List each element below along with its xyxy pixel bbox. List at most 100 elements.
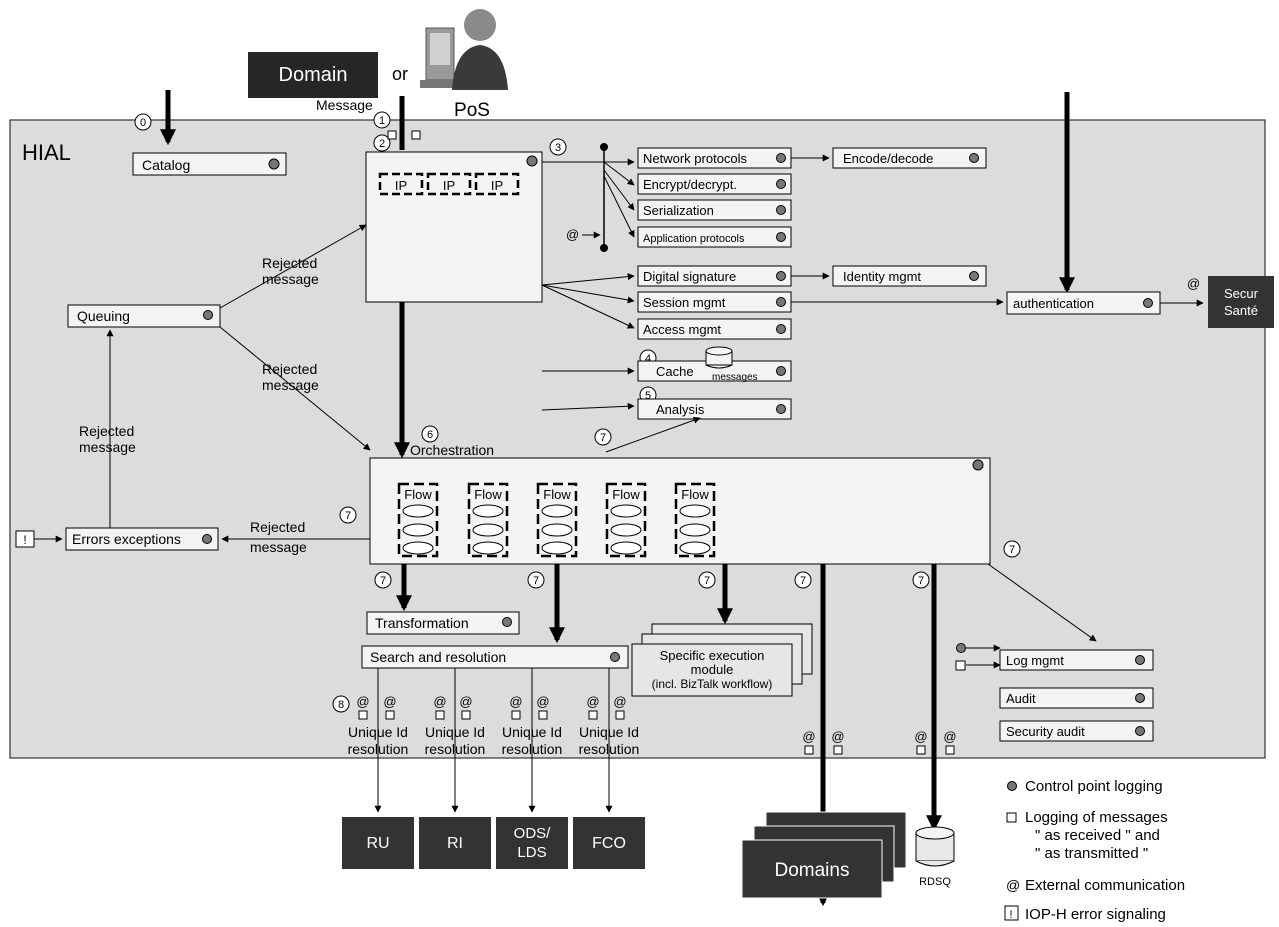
catalog-label: Catalog <box>142 157 190 173</box>
control-point-dot <box>777 180 786 189</box>
log-square <box>386 711 394 719</box>
secur-label: Secur <box>1224 286 1259 301</box>
rejected-label: Rejected <box>262 361 317 377</box>
control-point-dot <box>970 154 979 163</box>
rdsq-label: RDSQ <box>919 876 951 888</box>
log-square <box>359 711 367 719</box>
flow-label: Flow <box>404 487 432 502</box>
control-point-dot <box>203 535 212 544</box>
legend-square-icon <box>1007 813 1016 822</box>
unique-id-label: Unique Id <box>348 724 408 740</box>
legend-at-icon: @ <box>1006 877 1020 893</box>
step-7-label: 7 <box>704 575 710 587</box>
database-icon <box>706 347 732 368</box>
flow-step-ellipse <box>403 505 433 517</box>
log-square <box>589 711 597 719</box>
cache-label: Cache <box>656 364 694 379</box>
at-symbol: @ <box>566 227 579 242</box>
step-0-label: 0 <box>140 117 146 129</box>
lds-label: LDS <box>517 844 546 861</box>
flow-step-ellipse <box>473 542 503 554</box>
or-label: or <box>392 64 408 84</box>
log-square <box>512 711 520 719</box>
step-7-label: 7 <box>380 575 386 587</box>
control-point-dot <box>204 311 213 320</box>
step-7-label: 7 <box>533 575 539 587</box>
at-symbol: @ <box>356 694 369 709</box>
unique-id-label: Unique Id <box>425 724 485 740</box>
step-7-label: 7 <box>345 510 351 522</box>
errors-exceptions-label: Errors exceptions <box>72 531 181 547</box>
rejected-label: Rejected <box>79 423 134 439</box>
hial-label: HIAL <box>22 140 71 165</box>
branch-dot <box>600 244 608 252</box>
control-point-dot <box>503 618 512 627</box>
control-point-dot <box>777 206 786 215</box>
legend-logging-2: " as received " and <box>1035 827 1160 844</box>
rejected-label: Rejected <box>262 255 317 271</box>
pos-user-icon <box>420 9 508 90</box>
session-mgmt-label: Session mgmt <box>643 295 726 310</box>
flow-step-ellipse <box>403 542 433 554</box>
at-symbol: @ <box>943 729 956 744</box>
step-7-label: 7 <box>918 575 924 587</box>
step-8-label: 8 <box>338 699 344 711</box>
access-mgmt-label: Access mgmt <box>643 322 721 337</box>
log-mgmt-label: Log mgmt <box>1006 653 1064 668</box>
control-point-dot <box>1136 694 1145 703</box>
control-point-dot <box>1144 299 1153 308</box>
control-point-dot <box>269 159 279 169</box>
cache-messages-label: messages <box>712 372 758 383</box>
at-symbol: @ <box>613 694 626 709</box>
resolution-label: resolution <box>579 741 640 757</box>
log-square <box>412 131 420 139</box>
sante-label: Santé <box>1224 303 1258 318</box>
flow-step-ellipse <box>542 524 572 536</box>
at-symbol: @ <box>831 729 844 744</box>
message-label: Message <box>316 97 373 113</box>
flow-step-ellipse <box>611 542 641 554</box>
orchestration-label: Orchestration <box>410 442 494 458</box>
unique-id-label: Unique Id <box>579 724 639 740</box>
analysis-label: Analysis <box>656 402 705 417</box>
at-symbol: @ <box>802 729 815 744</box>
flow-step-ellipse <box>473 524 503 536</box>
flow-label: Flow <box>474 487 502 502</box>
log-square <box>462 711 470 719</box>
control-point-dot <box>777 298 786 307</box>
control-point-dot <box>777 154 786 163</box>
control-point-dot <box>777 233 786 242</box>
at-symbol: @ <box>1187 276 1200 291</box>
specific-line-2: module <box>691 662 734 677</box>
resolution-label: resolution <box>502 741 563 757</box>
log-square <box>388 131 396 139</box>
legend-external: External communication <box>1025 877 1185 894</box>
resolution-label: resolution <box>348 741 409 757</box>
flow-step-ellipse <box>680 505 710 517</box>
ip-label: IP <box>491 178 503 193</box>
message-sub-label: message <box>262 271 319 287</box>
application-protocols-label: Application protocols <box>643 233 745 245</box>
specific-line-3: (incl. BizTalk workflow) <box>652 677 773 691</box>
at-symbol: @ <box>459 694 472 709</box>
legend-control-point: Control point logging <box>1025 778 1163 795</box>
legend: Control point logging Logging of message… <box>1005 778 1185 923</box>
step-6-label: 6 <box>427 429 433 441</box>
at-symbol: @ <box>914 729 927 744</box>
legend-dot-icon <box>1008 782 1017 791</box>
at-symbol: @ <box>536 694 549 709</box>
step-7-label: 7 <box>600 432 606 444</box>
ri-label: RI <box>447 835 463 852</box>
step-1-label: 1 <box>379 115 385 127</box>
control-point-dot <box>527 156 537 166</box>
flow-label: Flow <box>612 487 640 502</box>
legend-square-marker <box>956 661 965 670</box>
serialization-label: Serialization <box>643 203 714 218</box>
step-7-label: 7 <box>800 575 806 587</box>
at-symbol: @ <box>383 694 396 709</box>
control-point-dot <box>611 653 620 662</box>
control-point-dot <box>970 272 979 281</box>
log-square <box>805 746 813 754</box>
flow-step-ellipse <box>542 542 572 554</box>
